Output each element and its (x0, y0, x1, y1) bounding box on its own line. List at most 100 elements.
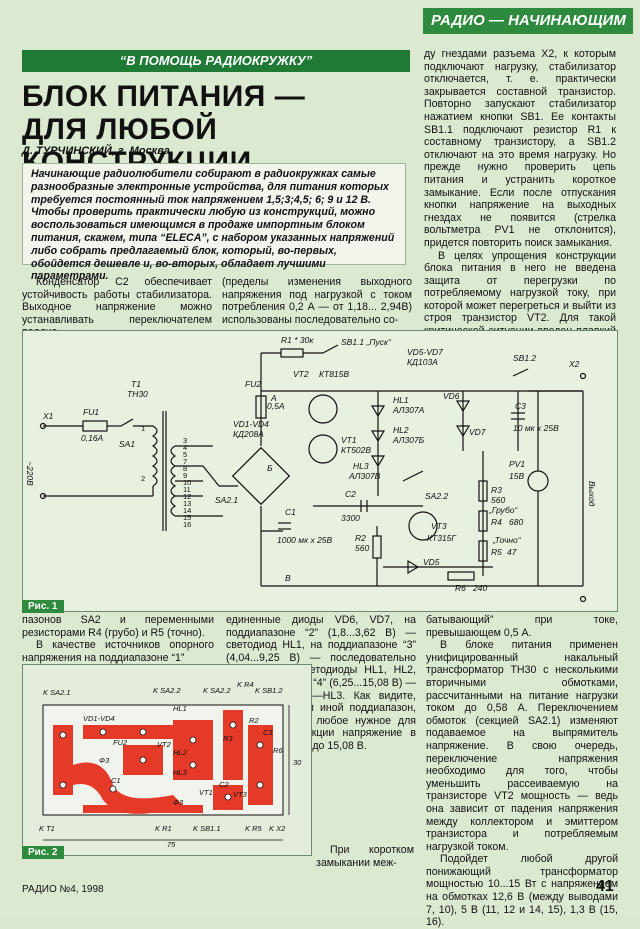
label-hl3: HL3 (353, 461, 369, 471)
label-al307b: АЛ307Б (392, 435, 425, 445)
pcb-trace (73, 762, 183, 814)
pcb-label-c3: C3 (263, 728, 273, 737)
pcb-label-r6: R6 (273, 746, 283, 755)
label-c2v: 3300 (341, 513, 360, 523)
label-vt1: VT1 (341, 435, 357, 445)
pcb-pad (59, 731, 67, 739)
label-grubo: „Грубо“ (488, 505, 518, 515)
label-c2: C2 (345, 489, 356, 499)
label-t1: T1 (131, 379, 141, 389)
label-x1: X1 (42, 411, 54, 421)
pcb-label-ksa22b: K SA2.2 (203, 686, 231, 695)
label-c3v: 10 мк x 25В (513, 423, 559, 433)
transistor-vt1 (308, 434, 338, 464)
pcb-trace (223, 710, 243, 780)
label-c3: C3 (515, 401, 526, 411)
label-vd7: VD7 (469, 427, 486, 437)
pcb-label-kr1: K R1 (155, 824, 172, 833)
pcb-label-kr5: K R5 (245, 824, 263, 833)
label-r5: R5 (491, 547, 502, 557)
pcb-label-kt1: K T1 (39, 824, 55, 833)
label-pv1: PV1 (509, 459, 525, 469)
figure-2-label: Рис. 2 (22, 846, 64, 859)
label-r4: R4 (491, 517, 502, 527)
transformer-secondary (170, 445, 177, 517)
label-r1: R1 * 30к (281, 335, 314, 345)
label-r5v: 47 (507, 547, 517, 557)
resistor-r3 (478, 480, 488, 502)
pcb-pad (139, 756, 147, 764)
label-tn30: TH30 (127, 389, 148, 399)
pcb-dimension-75: 75 (167, 840, 176, 849)
pcb-label-c2: C2 (219, 780, 229, 789)
pcb-trace (83, 805, 203, 813)
terminal (579, 595, 587, 603)
led-hl3 (370, 455, 386, 468)
pcb-trace (248, 725, 273, 805)
pcb-label-fu2: FU2 (113, 738, 128, 747)
label-sb12: SB1.2 (513, 353, 536, 363)
resistor-r1 (280, 348, 304, 358)
pcb-label-f3b: Ф3 (173, 798, 184, 807)
pcb-label-r3: R3 (223, 734, 233, 743)
winding-number: 5 (183, 450, 187, 459)
label-pv1v: 15В (509, 471, 524, 481)
pcb-label-ksb11: K SB1.1 (193, 824, 221, 833)
lead-paragraph: Начинающие радиолюбители собирают в ради… (22, 163, 406, 282)
pcb-pad (139, 728, 147, 736)
transistor-vt2 (308, 394, 338, 424)
winding-number: 13 (183, 499, 191, 508)
col2-bottom-end: При коротком замыкании меж- (316, 844, 414, 869)
label-r2v: 560 (355, 543, 369, 553)
label-point-a: А (270, 393, 277, 403)
label-r6v: 240 (472, 583, 487, 593)
figure-2-pcb: K SA2.1 K SA2.2 K SA2.2 K R4 K SB1.2 HL1… (22, 664, 312, 856)
pcb-label-kx2: K X2 (269, 824, 286, 833)
label-vd57: VD5-VD7 (407, 347, 443, 357)
pcb-pad (109, 785, 117, 793)
winding-number: 11 (183, 485, 191, 494)
pcb-label-vd14: VD1-VD4 (83, 714, 115, 723)
label-kt315: КТ315Г (427, 533, 457, 543)
pcb-svg: K SA2.1 K SA2.2 K SA2.2 K R4 K SB1.2 HL1… (39, 680, 302, 849)
pcb-label-hl1: HL1 (173, 704, 187, 713)
pcb-pad (256, 781, 264, 789)
pcb-pad (59, 781, 67, 789)
pcb-pad (189, 761, 197, 769)
footer-journal: РАДИО №4, 1998 (22, 884, 104, 895)
pcb-trace (173, 720, 213, 780)
label-point-v: В (285, 573, 291, 583)
pcb-label-vt1: VT1 (199, 788, 213, 797)
label-sa21: SA2.1 (215, 495, 238, 505)
col2-top: (пределы изменения выходного напряжения … (222, 276, 412, 326)
figure-1-label: Рис. 1 (22, 600, 64, 613)
led-hl1 (370, 405, 386, 418)
pcb-label-hl2: HL2 (173, 748, 188, 757)
col1-bottom: пазонов SA2 и переменными резисторами R4… (22, 614, 214, 664)
label-sa22: SA2.2 (425, 491, 448, 501)
diode-vd7 (455, 425, 471, 438)
pcb-label-hl3: HL3 (173, 768, 188, 777)
resistor-r6 (447, 571, 475, 581)
author: Д. ТУРЧИНСКИЙ, г. Москва (22, 145, 170, 157)
switch-sa1 (120, 418, 134, 427)
pcb-pad (229, 721, 237, 729)
rubric-banner: “В ПОМОЩЬ РАДИОКРУЖКУ” (22, 50, 410, 72)
label-kd103: КД103А (407, 357, 438, 367)
winding-number: 8 (183, 464, 187, 473)
pcb-label-f3: Ф3 (99, 756, 110, 765)
label-tochno: „Точно“ (492, 535, 522, 545)
pcb-label-kr4: K R4 (237, 680, 254, 689)
transistor-vt3 (408, 511, 438, 541)
label-point-b: Б (267, 463, 273, 473)
label-c1v: 1000 мк x 25В (277, 535, 333, 545)
schematic-svg: T1 TH30 FU1 0,16A X1 ~220В SA1 FU2 0,5A … (25, 335, 597, 603)
winding-number: 14 (183, 506, 191, 515)
label-kd208: КД208А (233, 429, 264, 439)
button-sb12 (512, 368, 529, 377)
label-hl1: HL1 (393, 395, 409, 405)
fuse-fu1 (82, 420, 108, 432)
pcb-label-r2: R2 (249, 716, 259, 725)
switch-sa22 (402, 470, 424, 482)
resistor-r4 (478, 510, 488, 532)
